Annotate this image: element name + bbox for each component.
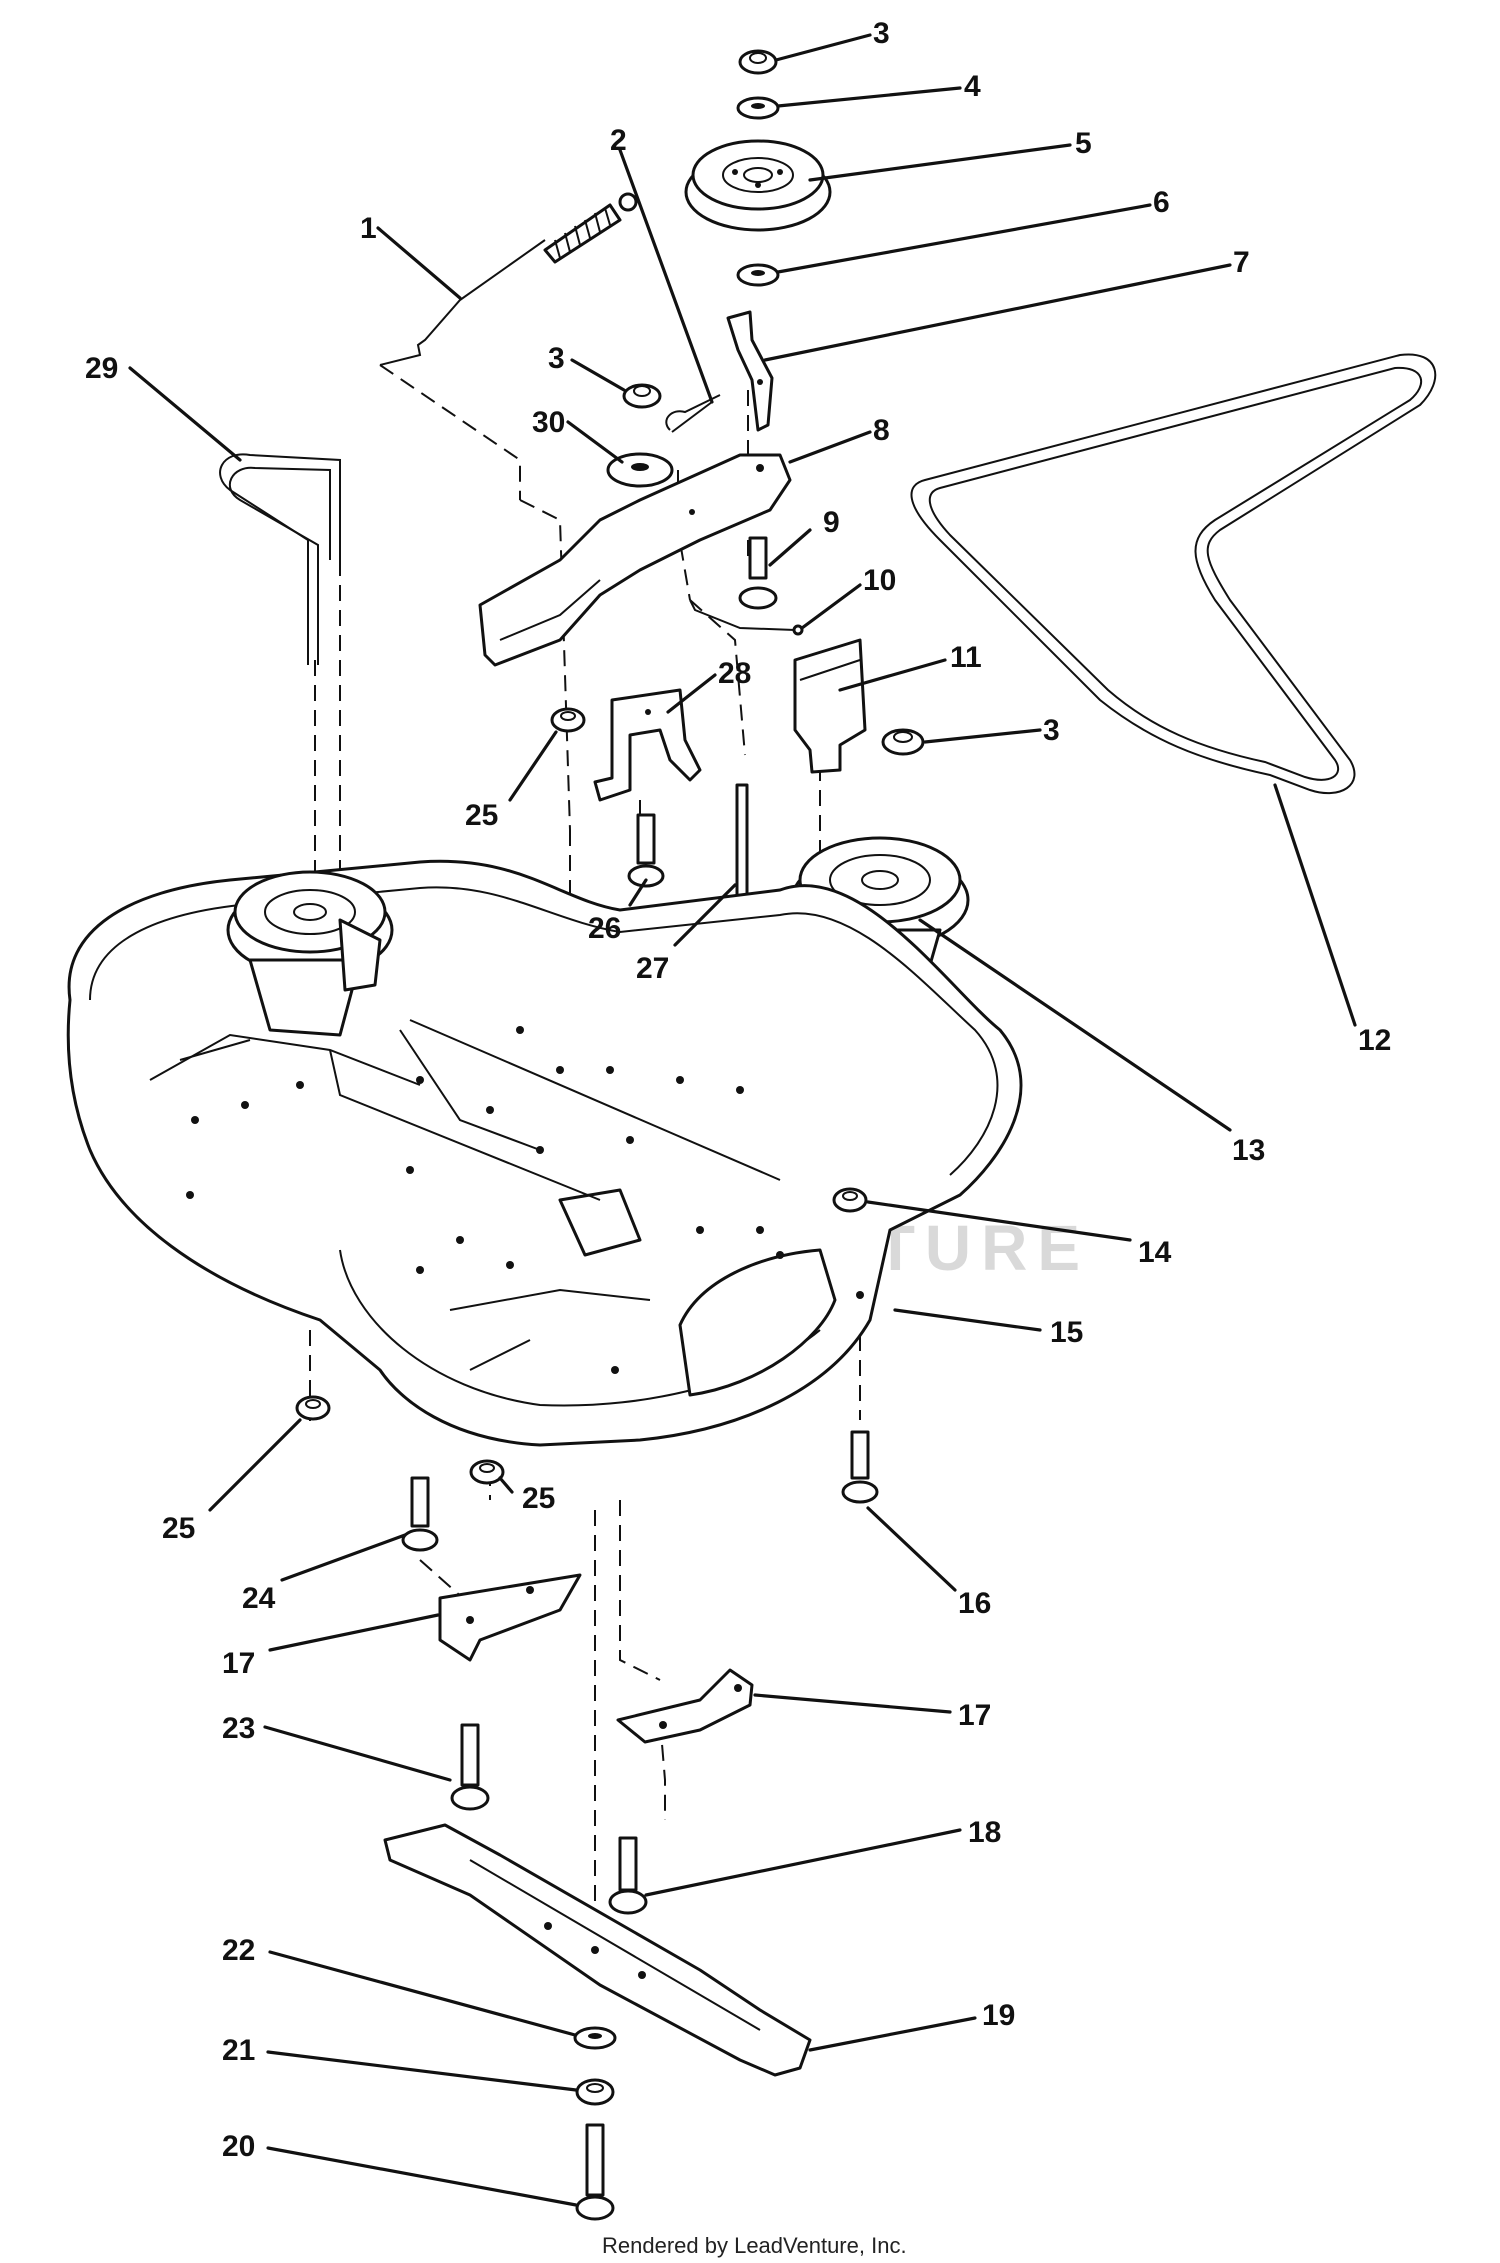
part-washer-22 xyxy=(573,2026,617,2050)
callout-16: 16 xyxy=(958,1587,991,1620)
part-washer-30 xyxy=(606,452,674,488)
part-bracket-28 xyxy=(593,688,702,802)
callout-29: 29 xyxy=(85,352,118,385)
part-bolt-20 xyxy=(575,2123,615,2221)
part-nut-25-upper xyxy=(550,707,586,733)
callout-9: 9 xyxy=(823,506,840,539)
callout-numbers: 3 4 5 6 2 1 7 29 3 30 8 9 10 11 28 3 25 … xyxy=(85,17,1391,2163)
part-belt xyxy=(910,353,1437,795)
callout-11: 11 xyxy=(950,641,982,674)
part-nut-14 xyxy=(832,1187,868,1213)
part-bolt-9 xyxy=(738,536,778,610)
part-bracket-17-right xyxy=(616,1668,754,1744)
callout-20: 20 xyxy=(222,2130,255,2163)
callout-6: 6 xyxy=(1153,186,1170,219)
callout-27: 27 xyxy=(636,952,669,985)
callout-30: 30 xyxy=(532,406,565,439)
part-nut-25-left xyxy=(295,1395,331,1421)
callout-3b: 3 xyxy=(548,342,565,375)
part-nut-25-mid xyxy=(469,1459,505,1485)
callout-12: 12 xyxy=(1358,1024,1391,1057)
part-spring xyxy=(379,192,638,366)
part-bolt-23 xyxy=(450,1723,490,1811)
callout-25a: 25 xyxy=(465,799,498,832)
part-bolt-18 xyxy=(608,1836,648,1915)
part-washer-top xyxy=(736,96,780,120)
callout-28: 28 xyxy=(718,657,751,690)
part-nut-right xyxy=(881,728,925,756)
part-nut-top xyxy=(738,49,778,75)
part-bolt-24 xyxy=(401,1476,439,1552)
part-bracket-17-left xyxy=(438,1573,582,1662)
callout-8: 8 xyxy=(873,414,890,447)
callout-4: 4 xyxy=(964,70,981,103)
callout-3c: 3 xyxy=(1043,714,1060,747)
part-handle-29 xyxy=(219,453,341,665)
callout-2: 2 xyxy=(610,124,627,157)
callout-1: 1 xyxy=(360,212,377,245)
callout-5: 5 xyxy=(1075,127,1092,160)
part-washer-21 xyxy=(575,2078,615,2106)
part-blade xyxy=(383,1823,812,2077)
callout-22: 22 xyxy=(222,1934,255,1967)
part-cotter-pin xyxy=(665,394,721,433)
callout-25b: 25 xyxy=(162,1512,195,1545)
part-nut-mid xyxy=(622,383,662,409)
callout-25c: 25 xyxy=(522,1482,555,1515)
callout-18: 18 xyxy=(968,1816,1001,1849)
callout-23: 23 xyxy=(222,1712,255,1745)
part-idler-pulley xyxy=(684,139,832,232)
part-spindle-left xyxy=(226,870,394,1037)
callout-13: 13 xyxy=(1232,1134,1265,1167)
credit-text: Rendered by LeadVenture, Inc. xyxy=(602,2233,907,2258)
part-bolt-16 xyxy=(841,1430,879,1504)
part-bracket-11 xyxy=(793,638,867,774)
callout-26: 26 xyxy=(588,912,621,945)
callout-3a: 3 xyxy=(873,17,890,50)
callout-24: 24 xyxy=(242,1582,276,1615)
callout-10: 10 xyxy=(863,564,896,597)
callout-7: 7 xyxy=(1233,246,1250,279)
part-rod-10 xyxy=(689,599,804,636)
part-washer-lower xyxy=(736,263,780,287)
callout-17a: 17 xyxy=(222,1647,255,1680)
callout-21: 21 xyxy=(222,2034,255,2067)
callout-17b: 17 xyxy=(958,1699,991,1732)
part-idler-arm xyxy=(478,453,792,667)
part-idler-bracket xyxy=(726,310,774,432)
callout-14: 14 xyxy=(1138,1236,1172,1269)
callout-15: 15 xyxy=(1050,1316,1083,1349)
leader-lines xyxy=(128,33,1357,2207)
part-bolt-26 xyxy=(627,813,665,888)
callout-19: 19 xyxy=(982,1999,1015,2032)
part-deck-15 xyxy=(66,859,1023,1447)
